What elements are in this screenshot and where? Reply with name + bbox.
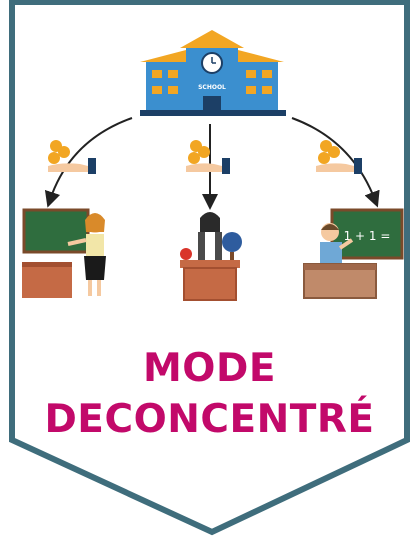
title-line-1: MODE <box>143 346 276 391</box>
coins-hand-icon <box>186 140 230 174</box>
title-line-2: DECONCENTRÉ <box>44 397 375 442</box>
teacher-left-icon <box>22 208 106 298</box>
coins-hand-icon <box>48 140 96 174</box>
teacher-center-icon <box>180 212 242 301</box>
school-sign: SCHOOL <box>198 84 226 91</box>
arrow-right <box>291 117 380 208</box>
teacher-right-icon: 1 + 1 = <box>303 208 404 299</box>
school-building-icon: SCHOOL <box>140 30 286 116</box>
arrow-left <box>44 117 133 208</box>
coins-hand-icon <box>316 140 362 174</box>
board-equation: 1 + 1 = <box>344 229 391 243</box>
